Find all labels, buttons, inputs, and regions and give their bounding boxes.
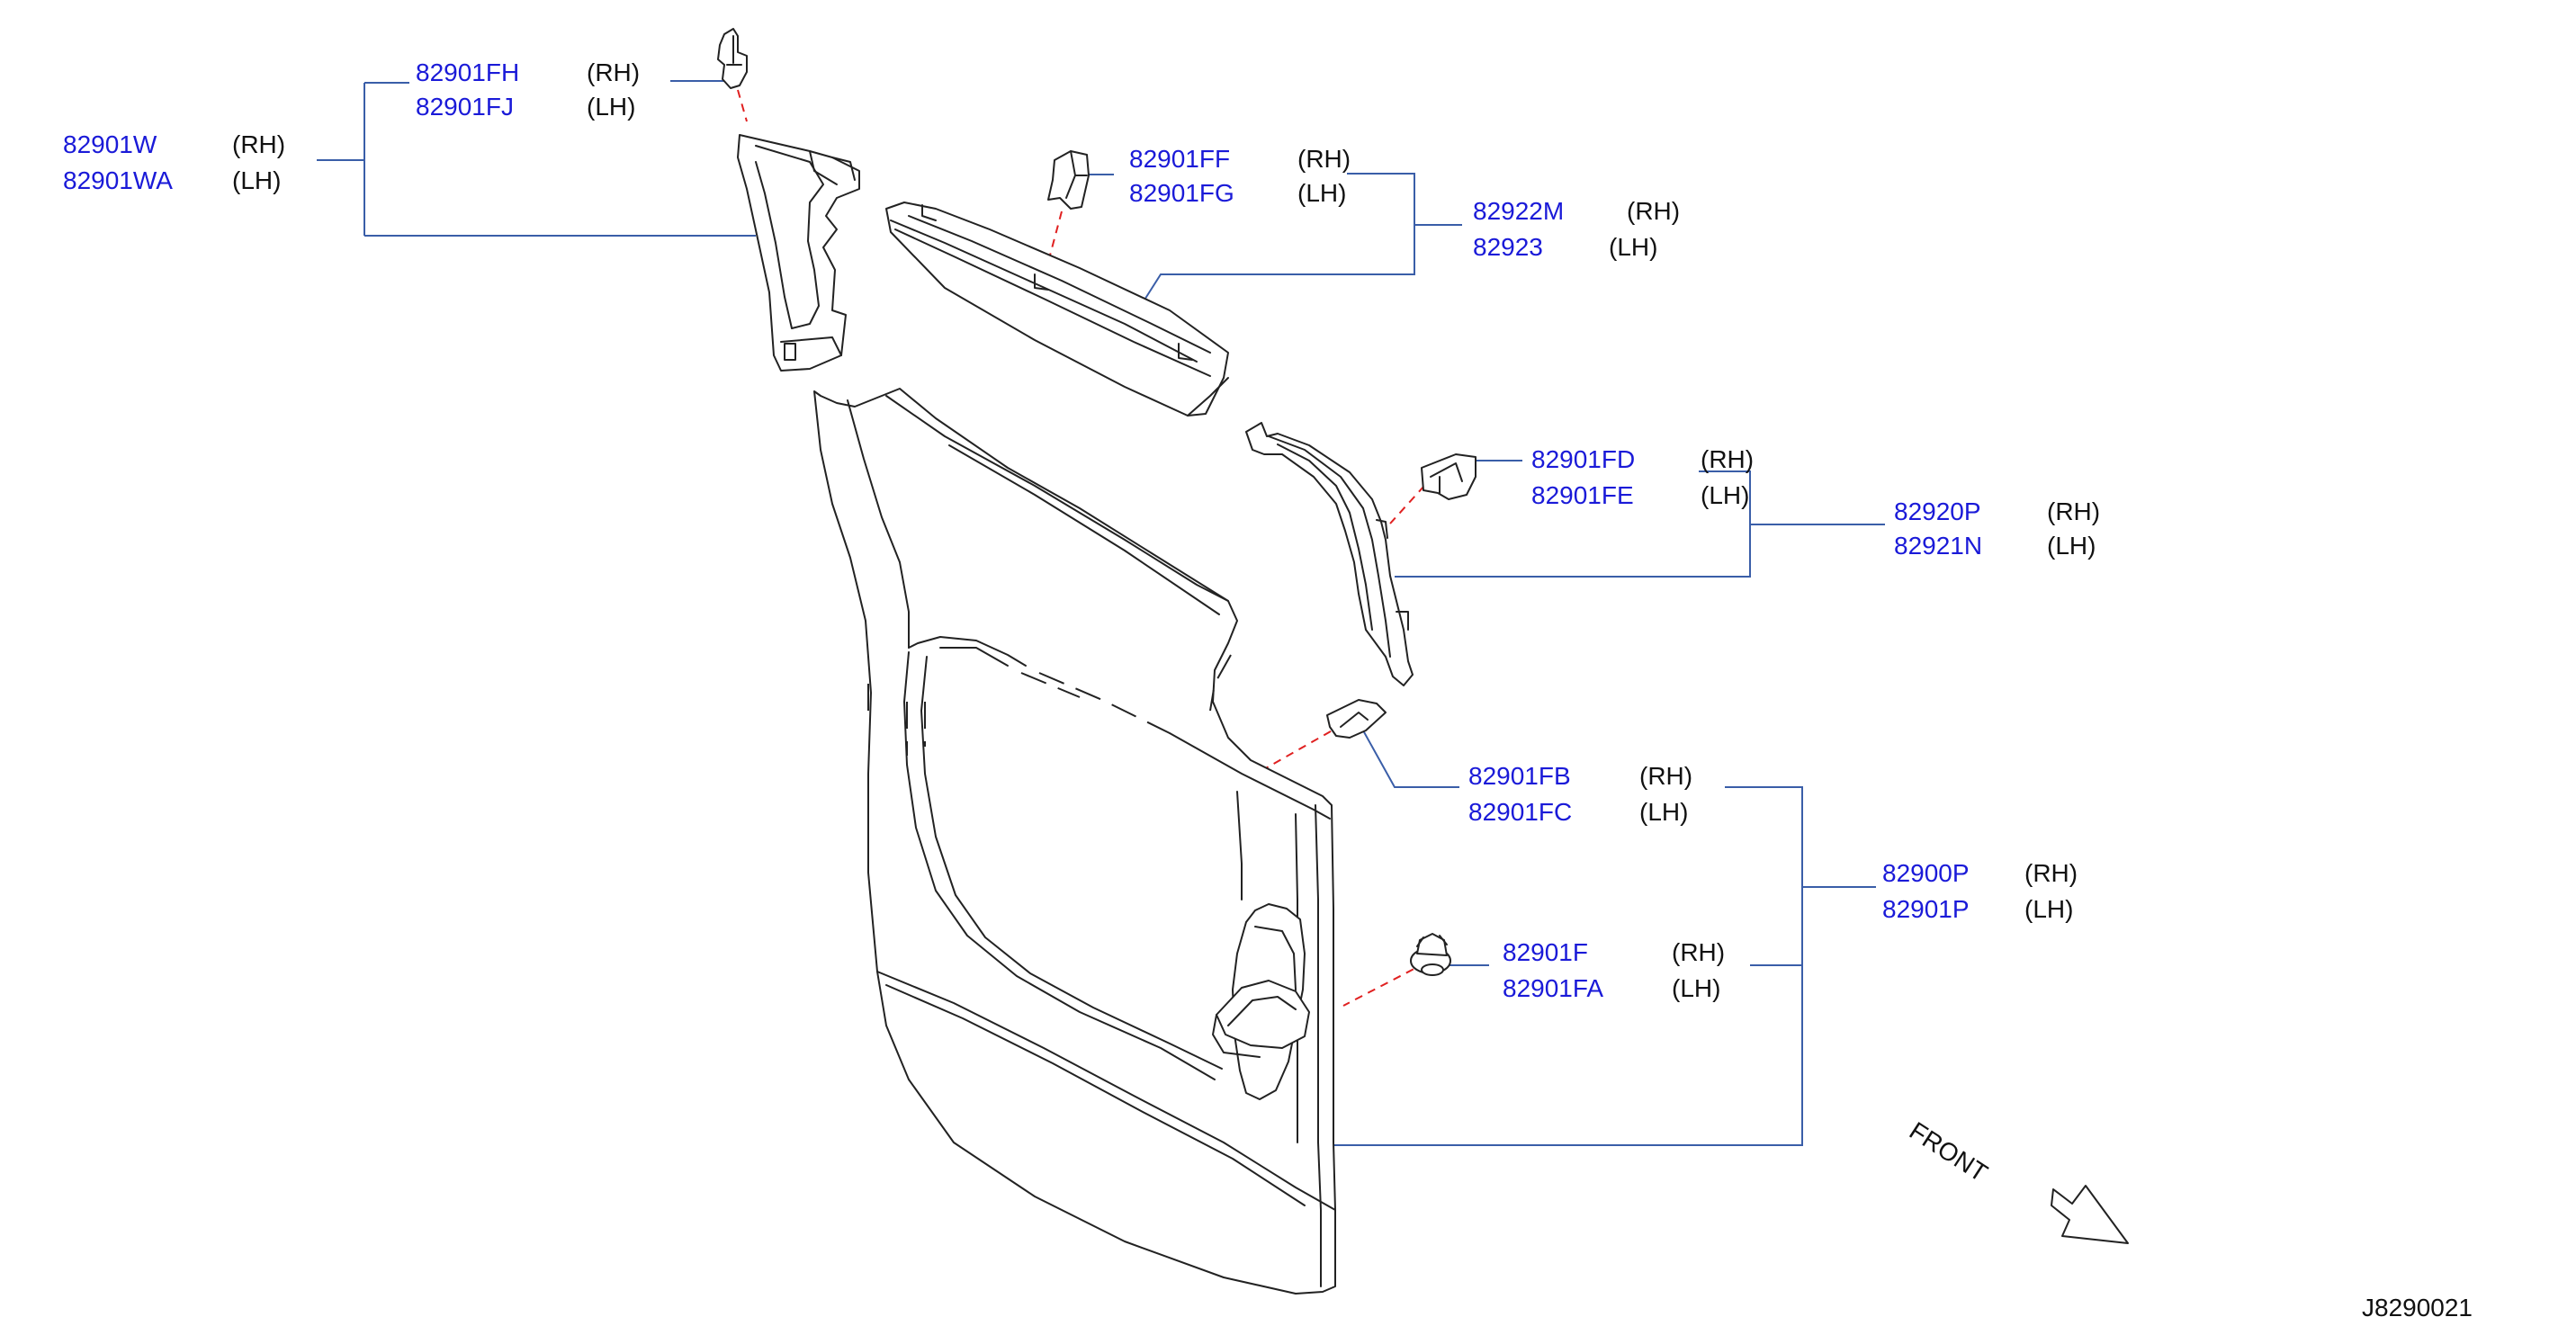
part-number: 82901FF <box>1129 145 1230 173</box>
part-number: 82901FJ <box>416 93 514 121</box>
side-label: (LH) <box>1672 974 1720 1002</box>
side-label: (RH) <box>587 58 640 86</box>
callout-82901F: 82901F (RH) 82901FA (LH) <box>1503 938 1725 1002</box>
clip-82901FD-icon <box>1421 453 1476 500</box>
part-number: 82901FC <box>1468 798 1572 826</box>
part-number: 82921N <box>1894 532 1982 560</box>
part-number: 82901WA <box>63 166 173 194</box>
side-label: (LH) <box>232 166 281 194</box>
clip-82901FB-icon <box>1326 699 1387 739</box>
pillar-trim-rear-icon <box>1245 422 1414 686</box>
part-number: 82901FA <box>1503 974 1603 1002</box>
front-arrow-icon <box>2051 1185 2129 1244</box>
clip-82901F-icon <box>1410 933 1451 976</box>
clip-82901FH-icon <box>717 28 748 89</box>
part-number: 82901FD <box>1531 445 1635 473</box>
callout-82901FD: 82901FD (RH) 82901FE (LH) <box>1531 445 1754 509</box>
roof-rail-trim-icon <box>885 202 1229 417</box>
side-label: (LH) <box>2024 895 2073 923</box>
side-label: (LH) <box>2047 532 2096 560</box>
part-number: 82901FE <box>1531 481 1634 509</box>
diagram-code: J8290021 <box>2362 1294 2473 1322</box>
leader-82900P <box>1332 786 1876 1146</box>
part-number: 82901FB <box>1468 762 1571 790</box>
leader-lines <box>317 63 1885 1146</box>
part-number: 82923 <box>1473 233 1543 261</box>
part-number: 82900P <box>1882 859 1970 887</box>
callout-82900P: 82900P (RH) 82901P (LH) <box>1882 859 2078 923</box>
side-label: (RH) <box>1297 145 1351 173</box>
side-label: (RH) <box>232 130 285 158</box>
side-label: (RH) <box>1639 762 1692 790</box>
callout-82901FF: 82901FF (RH) 82901FG (LH) <box>1129 145 1351 207</box>
leader-82922M <box>1128 173 1462 325</box>
side-label: (LH) <box>1297 179 1346 207</box>
side-label: (LH) <box>1701 481 1749 509</box>
front-indicator: FRONT <box>1905 1116 2129 1244</box>
part-number: 82901FG <box>1129 179 1234 207</box>
side-label: (RH) <box>1672 938 1725 966</box>
leader-82901FB <box>1362 730 1459 788</box>
quarter-trim-panel-icon <box>813 388 1336 1295</box>
side-label: (RH) <box>1701 445 1754 473</box>
pillar-trim-upper-icon <box>737 134 860 372</box>
side-label: (RH) <box>1627 197 1680 225</box>
side-label: (LH) <box>1609 233 1657 261</box>
front-label: FRONT <box>1905 1116 1993 1187</box>
part-number: 82920P <box>1894 497 1981 525</box>
side-label: (RH) <box>2024 859 2078 887</box>
leader-82901W <box>317 82 756 237</box>
callout-82901FB: 82901FB (RH) 82901FC (LH) <box>1468 762 1692 826</box>
callout-82901FH: 82901FH (RH) 82901FJ (LH) <box>416 58 640 121</box>
part-number: 82901FH <box>416 58 519 86</box>
callout-82922M: 82922M (RH) 82923 (LH) <box>1473 197 1680 261</box>
callout-82920P: 82920P (RH) 82921N (LH) <box>1894 497 2100 560</box>
callout-82901W: 82901W (RH) 82901WA (LH) <box>63 130 285 194</box>
side-label: (RH) <box>2047 497 2100 525</box>
clip-82901FF-icon <box>1047 150 1090 210</box>
leader-82901FH <box>670 63 728 82</box>
part-number: 82901F <box>1503 938 1588 966</box>
side-label: (LH) <box>1639 798 1688 826</box>
part-number: 82922M <box>1473 197 1564 225</box>
leader-82920P <box>1395 470 1885 578</box>
part-number: 82901P <box>1882 895 1970 923</box>
part-number: 82901W <box>63 130 157 158</box>
side-label: (LH) <box>587 93 635 121</box>
